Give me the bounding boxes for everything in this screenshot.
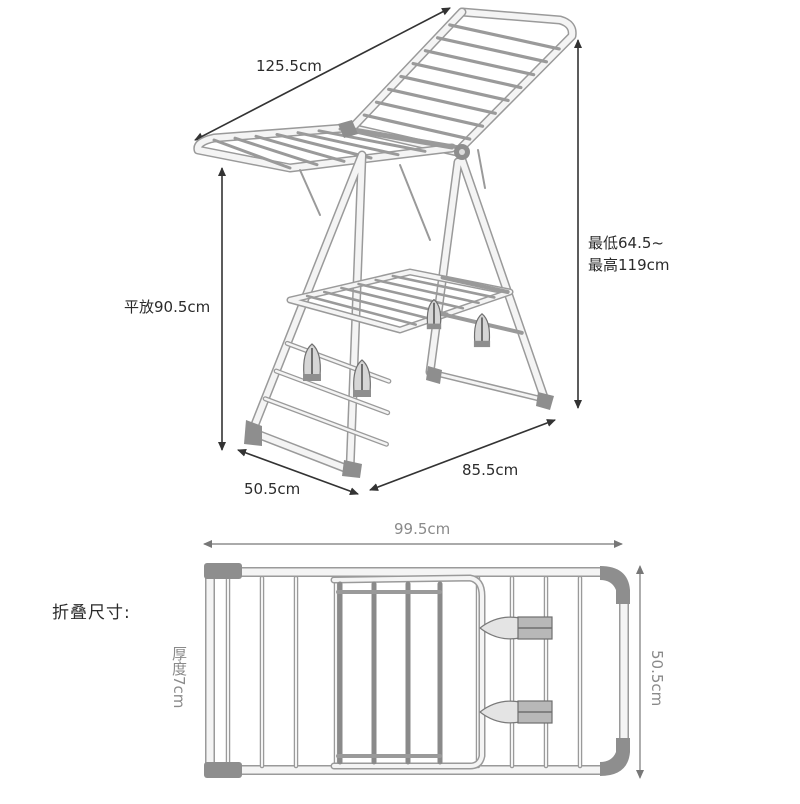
- height-flat-label: 平放90.5cm: [124, 298, 211, 316]
- folded-caps: [204, 563, 630, 778]
- folded-length-label: 99.5cm: [394, 520, 451, 538]
- folded-peg: [479, 616, 553, 640]
- back-legs: [425, 155, 550, 405]
- foot-back-right: [536, 392, 554, 410]
- folded-width-label: 50.5cm: [648, 650, 666, 707]
- height-range-label-max: 最高119cm: [588, 256, 670, 274]
- wing-rung: [448, 23, 561, 51]
- shelf-rung: [322, 290, 433, 321]
- foot-front-right: [342, 460, 362, 478]
- ladder-rung: [274, 369, 389, 414]
- wing-rung: [317, 129, 427, 153]
- length-arrow: [369, 419, 556, 491]
- open-rack: [193, 7, 577, 475]
- height-range-label-min: 最低64.5~: [588, 234, 664, 252]
- left-wing: [193, 123, 457, 173]
- wing-rung: [374, 100, 485, 128]
- shelf-rung: [374, 278, 480, 305]
- wing-rung: [296, 131, 400, 157]
- dimension-arrows: [194, 7, 582, 496]
- depth-label: 50.5cm: [244, 480, 301, 498]
- folded-dimension-arrows: [203, 540, 644, 779]
- front-legs: [247, 150, 367, 475]
- clothespin-peg: [426, 298, 442, 330]
- joints: [244, 120, 554, 478]
- clothespin-peg: [473, 313, 491, 348]
- foot-front-left: [244, 420, 262, 446]
- clothespin-peg: [303, 343, 321, 381]
- shelf-rung: [305, 294, 418, 326]
- wing-rung: [411, 61, 523, 90]
- folded-size-title: 折叠尺寸:: [52, 603, 131, 623]
- wing-rung: [435, 36, 549, 64]
- ladder-rung: [440, 275, 510, 294]
- wing-rung: [233, 136, 319, 167]
- width-top-label: 125.5cm: [256, 57, 322, 75]
- folded-thickness-label: 厚度7cm: [170, 646, 188, 709]
- wing-rung: [275, 133, 373, 160]
- ladder-rung: [285, 342, 391, 383]
- wing-rung: [254, 134, 346, 163]
- right-wing: [347, 7, 577, 157]
- ladder-rung: [263, 397, 388, 446]
- wing-rung: [399, 74, 510, 103]
- wing-rung: [362, 113, 472, 141]
- shelf-rung: [391, 274, 496, 299]
- wing-rung: [423, 49, 536, 77]
- folded-peg: [479, 700, 553, 724]
- lower-shelf: [286, 268, 514, 334]
- wing-rung: [387, 87, 497, 115]
- clothespin-peg: [353, 359, 371, 397]
- length-label: 85.5cm: [462, 461, 519, 479]
- depth-arrow: [237, 448, 359, 496]
- wing-rung: [212, 138, 292, 170]
- pegs-open: [303, 298, 491, 397]
- shelf-rung: [357, 282, 465, 310]
- folded-rack: [205, 567, 629, 775]
- foot-back-left: [426, 366, 442, 384]
- pegs-folded: [479, 616, 553, 724]
- width-arrow: [194, 7, 451, 141]
